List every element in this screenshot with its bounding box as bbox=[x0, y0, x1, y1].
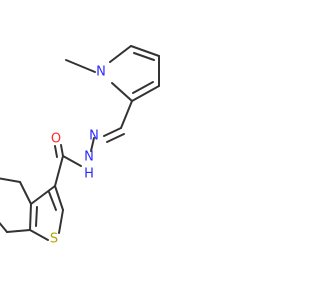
bond-imine-double-2 bbox=[106, 133, 125, 143]
atom-label-sulfur: S bbox=[50, 232, 58, 247]
bond-carbonyl-co-2 bbox=[54, 145, 58, 158]
bond-pyrrole-c4-c5-inner bbox=[132, 81, 154, 94]
bond-pyrrole-to-imine bbox=[120, 100, 133, 129]
atom-label-amide-n: N bbox=[84, 150, 94, 165]
bond-thiophene-c3-c2-inner bbox=[48, 191, 57, 211]
bond-pyrrole-c2-c3-inner bbox=[133, 52, 155, 61]
chemical-structure-canvas: N N N H O S bbox=[0, 45, 160, 247]
bond-carbonyl-to-thiophene bbox=[54, 155, 64, 187]
bond-imine-double-1 bbox=[103, 127, 122, 137]
bond-thiophene-c7a-c3a-inner bbox=[35, 206, 38, 227]
bond-cyclohexane-c7a-c7 bbox=[6, 229, 31, 233]
bond-thiophene-c2-s bbox=[58, 209, 64, 234]
bond-cyclohexane-c4-c5 bbox=[0, 177, 21, 183]
bond-pyrrole-n-c2 bbox=[109, 45, 132, 63]
atom-label-amide-h: H bbox=[84, 167, 94, 182]
bond-carbonyl-co-1 bbox=[60, 144, 64, 157]
bond-thiophene-c7a-c3a bbox=[29, 203, 32, 231]
bond-pyrrole-c4-c5 bbox=[131, 85, 160, 102]
bond-thiophene-s-c7a bbox=[29, 229, 49, 241]
atom-label-oxygen: O bbox=[51, 132, 61, 147]
atom-label-n-pyrrole: N bbox=[96, 65, 106, 80]
bond-thiophene-c3-c3a bbox=[30, 185, 56, 205]
bond-nmethyl bbox=[65, 59, 96, 73]
bond-cyclohexane-c3a-c4 bbox=[19, 181, 32, 205]
bond-cyclohexane-c7-c6 bbox=[0, 222, 8, 233]
atom-label-imine-n: N bbox=[89, 129, 99, 144]
bond-pyrrole-c2-c3 bbox=[130, 45, 160, 57]
bond-thiophene-c3-c2 bbox=[54, 185, 64, 211]
bond-pyrrole-c5-n bbox=[111, 82, 133, 102]
bond-amide-n-to-carbonyl bbox=[62, 155, 82, 167]
bond-nn bbox=[90, 137, 95, 152]
molecule-diagram: N N N H O S bbox=[0, 45, 160, 247]
